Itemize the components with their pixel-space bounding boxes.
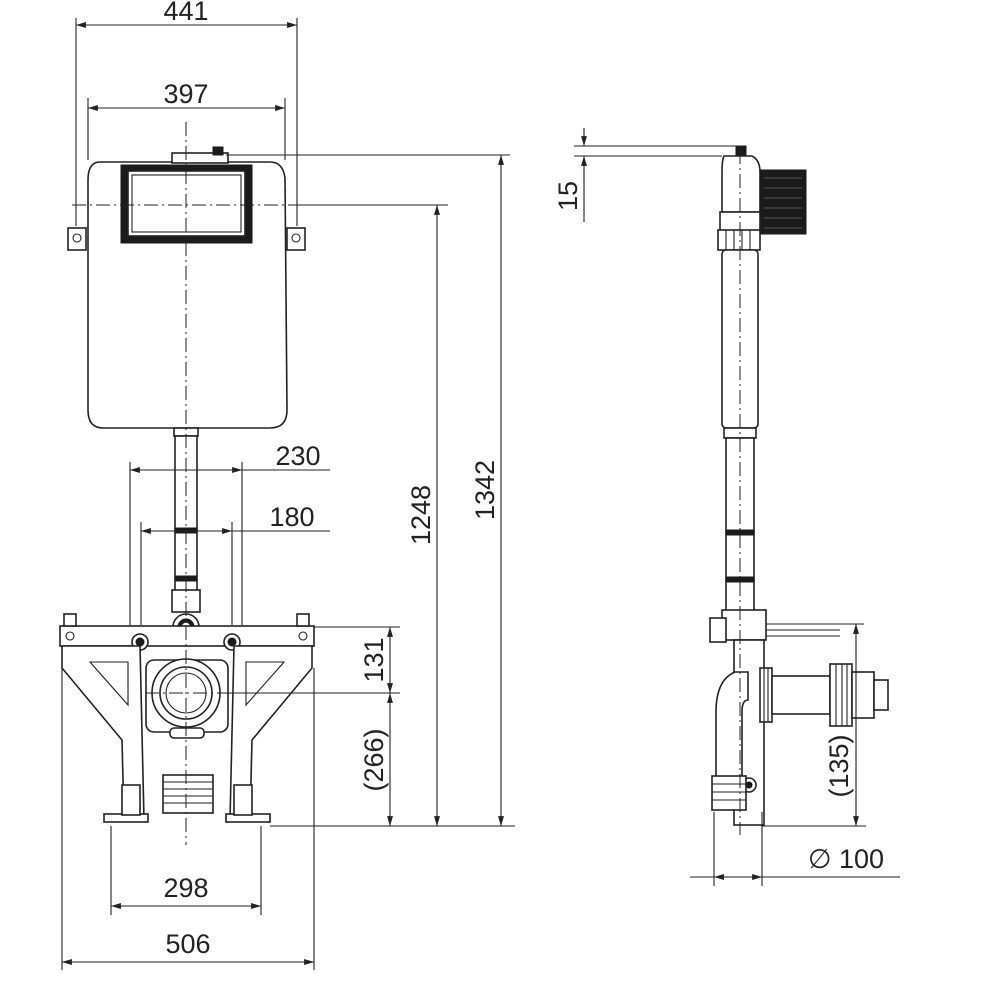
dim-230-label: 230 (275, 441, 320, 471)
dim-298-label: 298 (163, 873, 208, 903)
dim-397-label: 397 (163, 79, 208, 109)
dim-diameter-100-label: ∅ 100 (808, 844, 884, 874)
cistern-tank (67, 146, 306, 429)
dim-266-label: (266) (359, 728, 389, 791)
waste-outlet (145, 658, 229, 814)
dim-441-label: 441 (163, 0, 208, 26)
dimension-lines (62, 22, 504, 965)
dim-131-label: 131 (359, 637, 389, 682)
side-view: 15 (135) ∅ 100 (553, 128, 900, 886)
dim-1342-label: 1342 (470, 460, 500, 520)
side-dimension-lines (574, 128, 900, 886)
support-frame (59, 613, 315, 823)
dim-506-label: 506 (165, 929, 210, 959)
extension-lines (61, 18, 515, 970)
dim-15-label: 15 (553, 181, 583, 211)
dim-180-label: 180 (269, 502, 314, 532)
side-waste-bend (711, 671, 749, 811)
side-cistern-top (717, 145, 807, 251)
side-waste-outlet (759, 663, 889, 727)
dim-1248-label: 1248 (406, 485, 436, 545)
front-view: 441 397 230 180 131 (266) 1248 1342 298 … (59, 0, 515, 970)
dim-135-label: (135) (824, 734, 854, 797)
